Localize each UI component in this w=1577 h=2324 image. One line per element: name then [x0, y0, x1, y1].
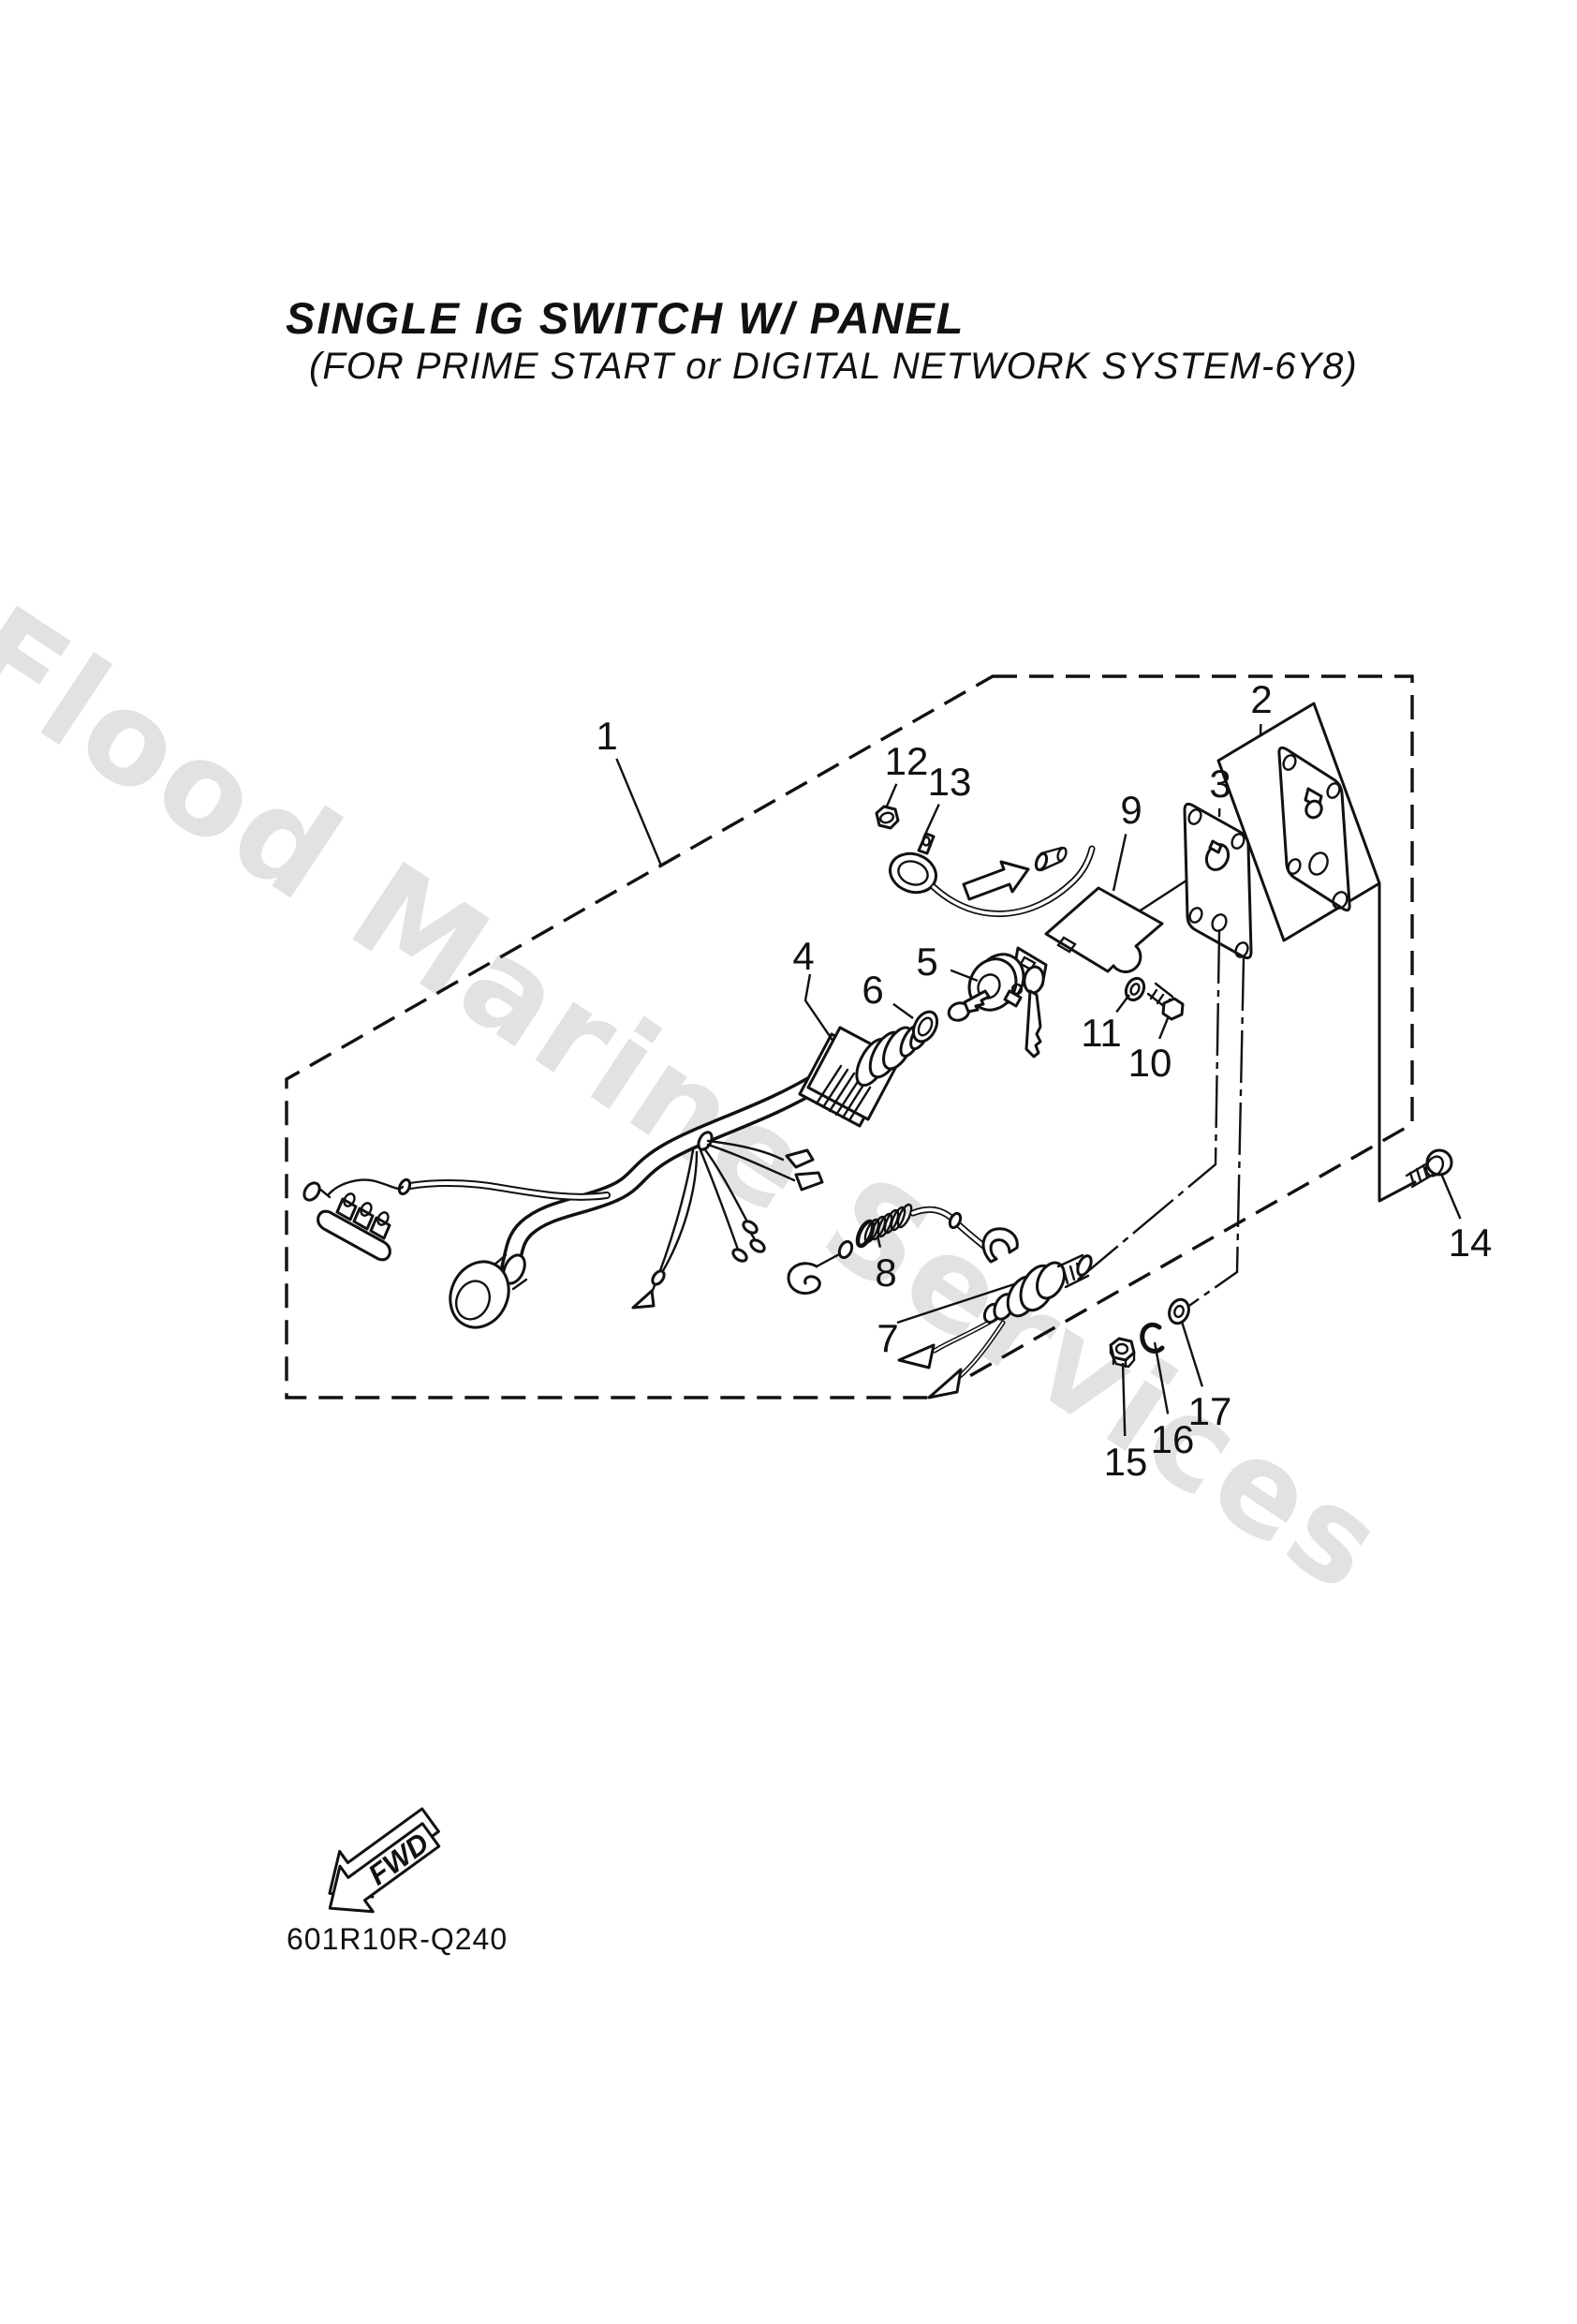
part-wire-harness: [302, 1131, 824, 1329]
callout-leader-4: [803, 973, 834, 1043]
part-stop-switch: [897, 1253, 1093, 1399]
callout-leader-8: [876, 1235, 882, 1248]
callout-leader-17: [1180, 1321, 1204, 1387]
part-nut-and-cover: [875, 805, 1096, 917]
callout-label-1: 1: [596, 714, 617, 758]
callout-label-14: 14: [1449, 1221, 1493, 1265]
callout-leader-12: [884, 783, 898, 809]
page-subtitle: (FOR PRIME START or DIGITAL NETWORK SYST…: [309, 346, 1358, 387]
part-bracket: [1012, 886, 1164, 987]
callout-label-7: 7: [877, 1316, 898, 1360]
callout-leader-10: [1158, 1017, 1170, 1040]
callout-leader-9: [1112, 834, 1127, 892]
callout-leader-15: [1121, 1362, 1127, 1437]
callout-leader-7: [896, 1281, 1018, 1325]
callout-leader-14: [1439, 1173, 1462, 1220]
callout-label-5: 5: [916, 940, 937, 984]
callout-leader-6: [892, 1002, 914, 1019]
callout-leader-5: [950, 969, 979, 983]
drawing-code: 601R10R-Q240: [287, 1922, 508, 1956]
callout-label-4: 4: [792, 934, 814, 978]
callout-label-2: 2: [1250, 677, 1272, 721]
callout-leader-16: [1153, 1341, 1170, 1414]
part-lock-nut-set: [1109, 1297, 1190, 1369]
callout-label-8: 8: [875, 1251, 896, 1295]
callout-leader-1: [615, 758, 663, 866]
callout-leader-11: [1115, 994, 1130, 1014]
callout-label-13: 13: [928, 760, 972, 804]
callout-label-9: 9: [1120, 788, 1142, 832]
callout-label-3: 3: [1209, 762, 1231, 806]
callout-label-11: 11: [1081, 1011, 1122, 1055]
callout-leader-13: [921, 804, 940, 839]
harness-boundary-outline: [285, 674, 1414, 1399]
part-switch-panel-and-gasket: [1076, 702, 1417, 1310]
part-ignition-switch: [500, 846, 1068, 1277]
part-lanyard-spring: [787, 1203, 1019, 1295]
part-washer-and-bolt: [1124, 976, 1185, 1021]
callout-label-17: 17: [1188, 1389, 1232, 1433]
fwd-arrow-icon: FWD: [328, 1807, 441, 1914]
callout-label-10: 10: [1128, 1041, 1172, 1085]
callout-label-12: 12: [885, 739, 929, 783]
callout-label-15: 15: [1104, 1440, 1148, 1484]
callout-label-16: 16: [1151, 1417, 1195, 1461]
part-screw: [1405, 1148, 1453, 1189]
callout-label-6: 6: [862, 968, 883, 1012]
page-title: SINGLE IG SWITCH W/ PANEL: [286, 293, 965, 343]
